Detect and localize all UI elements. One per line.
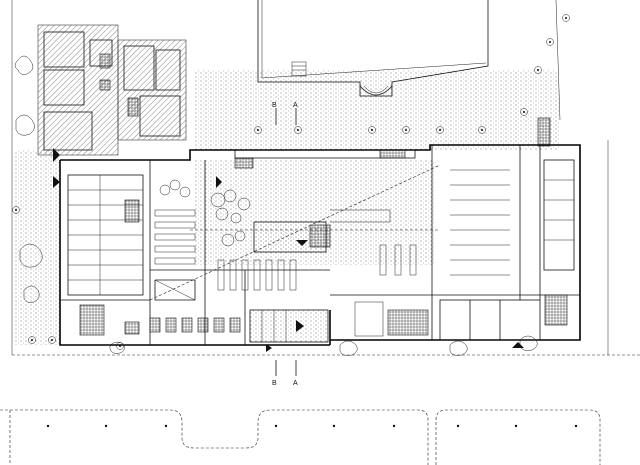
section-label-top-a: A — [293, 102, 298, 109]
window-row-south — [124, 317, 241, 335]
street-curb-south — [0, 409, 601, 465]
section-label-bottom-a: A — [293, 380, 298, 387]
paved-area-west — [14, 150, 60, 345]
old-buildings-northwest — [37, 24, 187, 156]
bench-slots — [217, 244, 417, 291]
seating-rows-east — [450, 117, 575, 326]
central-stair-south — [249, 309, 329, 343]
tree-symbol-icon — [14, 55, 538, 356]
seating-rows-west — [67, 174, 144, 336]
desk-rows-central — [154, 209, 196, 301]
courtyard-garden — [149, 149, 441, 301]
section-label-top-b: B — [272, 102, 277, 109]
section-cut-lines — [275, 108, 297, 376]
column-marker-icon — [12, 14, 570, 350]
level-marker-icon — [53, 148, 524, 352]
rooms-southeast — [354, 299, 541, 341]
paved-area-north — [195, 70, 560, 150]
section-label-bottom-b: B — [272, 380, 277, 387]
